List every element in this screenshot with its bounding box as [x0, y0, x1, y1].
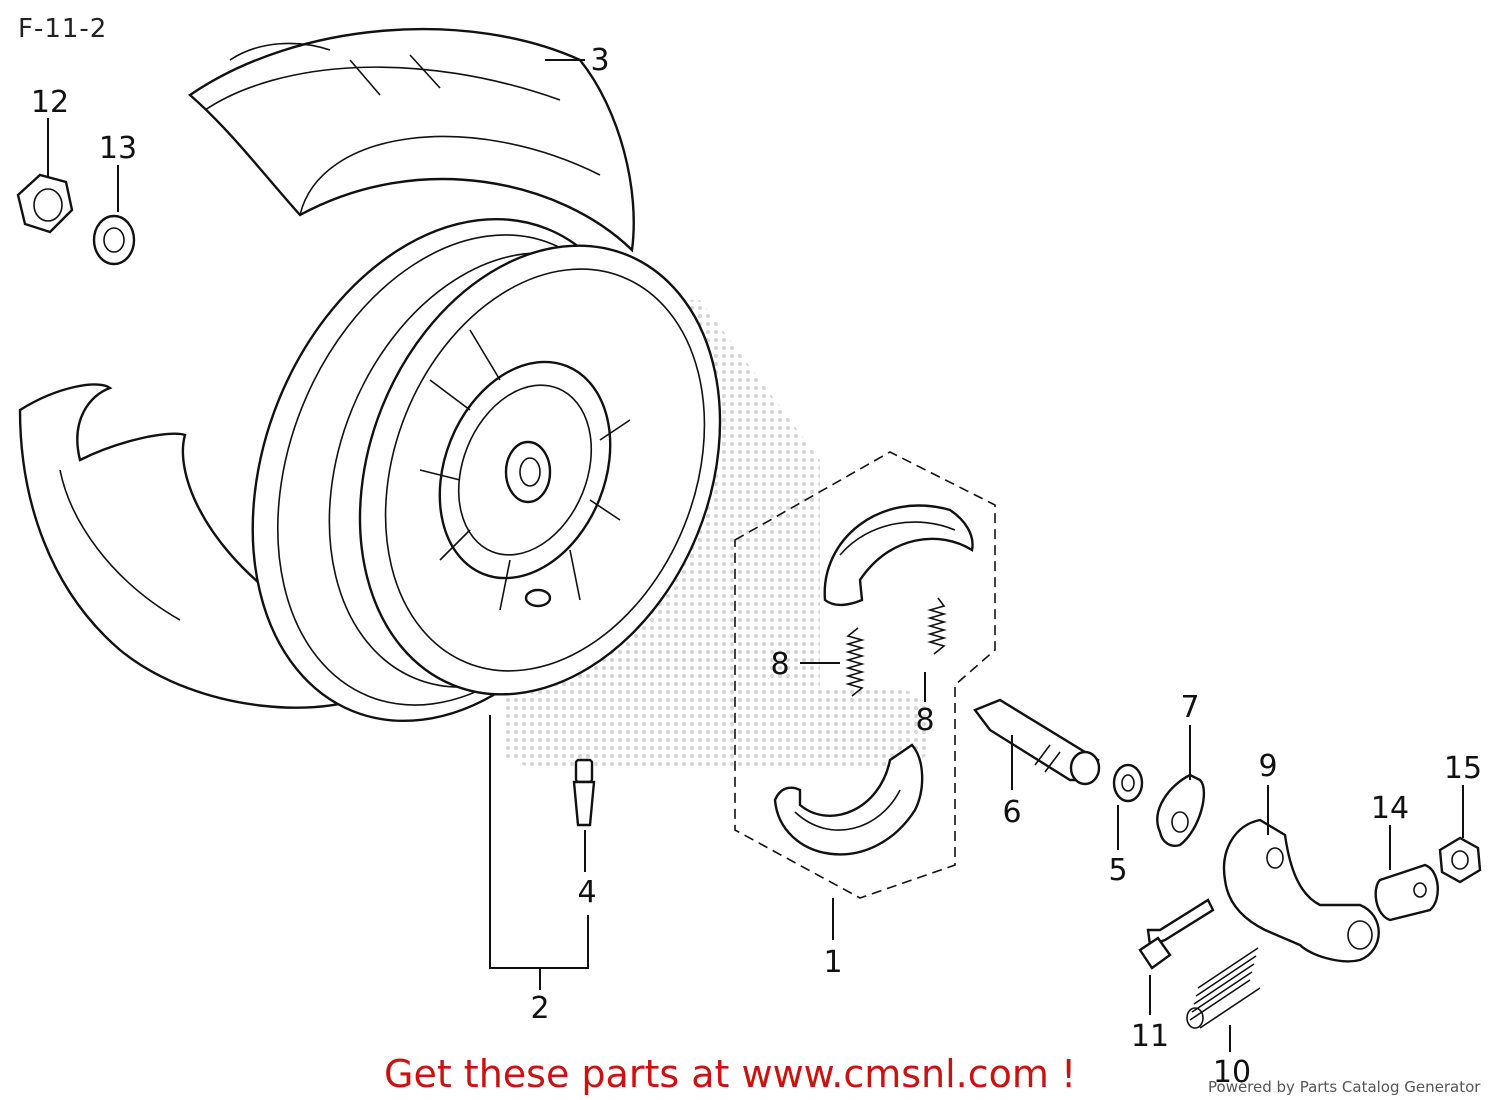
callout-9: 9 [1258, 749, 1277, 784]
washer-part-13[interactable] [92, 214, 136, 266]
bolt-part-11[interactable] [1138, 898, 1215, 970]
callout-13: 13 [99, 131, 137, 166]
return-spring-part-10[interactable] [1186, 947, 1261, 1029]
callout-12: 12 [31, 85, 69, 120]
brake-arm-part-9[interactable] [1222, 818, 1380, 963]
callout-10: 10 [1213, 1055, 1251, 1090]
brake-shoe-set-frame [734, 451, 996, 899]
spring-part-8-left[interactable] [845, 627, 865, 697]
leader-lines [47, 59, 1464, 1052]
callout-2: 2 [530, 991, 549, 1026]
collar-part-14[interactable] [1374, 863, 1439, 922]
tyre-part-3[interactable] [188, 27, 635, 253]
callout-5: 5 [1108, 853, 1127, 888]
callout-4: 4 [577, 875, 596, 910]
callout-7: 7 [1180, 690, 1199, 725]
brake-cam-part-6[interactable] [973, 698, 1101, 786]
callout-labels: 1 2 3 4 5 6 7 8 8 9 10 11 12 13 14 15 [31, 43, 1482, 1090]
spring-part-8-right[interactable] [927, 597, 947, 655]
indicator-plate-part-7[interactable] [1156, 773, 1206, 847]
callout-1: 1 [823, 945, 842, 980]
brake-shoe-lower[interactable] [773, 743, 924, 856]
callout-15: 15 [1444, 751, 1482, 786]
wheel-rim[interactable] [181, 160, 784, 781]
nut-part-12[interactable] [16, 173, 74, 234]
callout-8-right: 8 [915, 703, 934, 738]
cta-link[interactable]: Get these parts at www.cmsnl.com ! [384, 1052, 1077, 1096]
callout-8-left: 8 [770, 647, 789, 682]
callout-6: 6 [1002, 795, 1021, 830]
valve-part-4[interactable] [572, 758, 596, 827]
powered-by-text: Powered by Parts Catalog Generator [1208, 1078, 1481, 1096]
nut-part-15[interactable] [1438, 836, 1482, 884]
callout-14: 14 [1371, 791, 1409, 826]
callout-3: 3 [590, 43, 609, 78]
figure-id: F-11-2 [18, 14, 108, 44]
brake-shoe-upper[interactable] [823, 504, 974, 607]
washer-part-5[interactable] [1112, 763, 1144, 803]
callout-11: 11 [1131, 1019, 1169, 1054]
